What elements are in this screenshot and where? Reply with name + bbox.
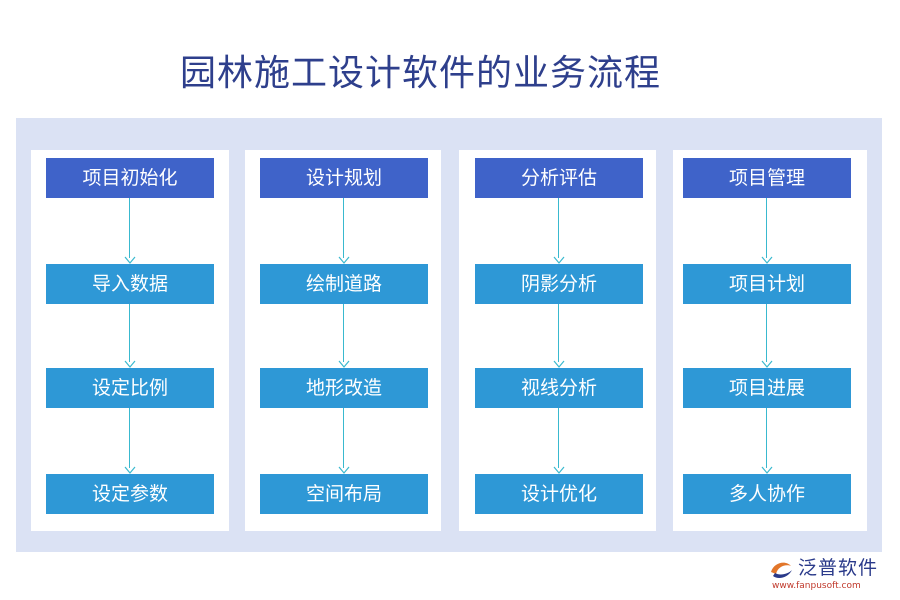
arrowhead-icon: [553, 360, 565, 368]
arrowhead-icon: [338, 466, 350, 474]
arrowhead-icon: [553, 256, 565, 264]
column-1-arrow-1: [124, 198, 136, 264]
column-3-step-2: 视线分析: [475, 368, 643, 408]
column-1-step-2: 设定比例: [46, 368, 214, 408]
column-3-arrow-2: [553, 304, 565, 368]
column-4-step-3: 多人协作: [683, 474, 851, 514]
column-1-header: 项目初始化: [46, 158, 214, 198]
column-4-arrow-2: [761, 304, 773, 368]
column-2-step-2: 地形改造: [260, 368, 428, 408]
column-2-step-1: 绘制道路: [260, 264, 428, 304]
diagram-title: 园林施工设计软件的业务流程: [180, 53, 662, 94]
arrowhead-icon: [761, 360, 773, 368]
arrowhead-icon: [761, 466, 773, 474]
arrowhead-icon: [338, 360, 350, 368]
brand-url: www.fanpusoft.com: [772, 581, 861, 591]
column-2-header: 设计规划: [260, 158, 428, 198]
column-4-step-1: 项目计划: [683, 264, 851, 304]
arrowhead-icon: [761, 256, 773, 264]
column-3-header: 分析评估: [475, 158, 643, 198]
column-2-arrow-3: [338, 408, 350, 474]
column-4-arrow-3: [761, 408, 773, 474]
column-3: [459, 150, 656, 531]
column-4-step-2: 项目进展: [683, 368, 851, 408]
column-2-arrow-2: [338, 304, 350, 368]
column-1-arrow-3: [124, 408, 136, 474]
brand-logo: 泛普软件 www.fanpusoft.com: [768, 556, 894, 596]
arrowhead-icon: [124, 256, 136, 264]
column-3-arrow-3: [553, 408, 565, 474]
column-3-step-1: 阴影分析: [475, 264, 643, 304]
arrowhead-icon: [553, 466, 565, 474]
column-4-header: 项目管理: [683, 158, 851, 198]
arrowhead-icon: [338, 256, 350, 264]
column-1-arrow-2: [124, 304, 136, 368]
brand-name: 泛普软件: [798, 557, 879, 579]
arrowhead-icon: [124, 360, 136, 368]
fanpu-logo-icon: [771, 562, 792, 578]
arrowhead-icon: [124, 466, 136, 474]
column-2-step-3: 空间布局: [260, 474, 428, 514]
column-1: [31, 150, 229, 531]
column-4: [673, 150, 867, 531]
column-3-step-3: 设计优化: [475, 474, 643, 514]
column-4-arrow-1: [761, 198, 773, 264]
column-3-arrow-1: [553, 198, 565, 264]
column-2-arrow-1: [338, 198, 350, 264]
column-1-step-3: 设定参数: [46, 474, 214, 514]
column-1-step-1: 导入数据: [46, 264, 214, 304]
